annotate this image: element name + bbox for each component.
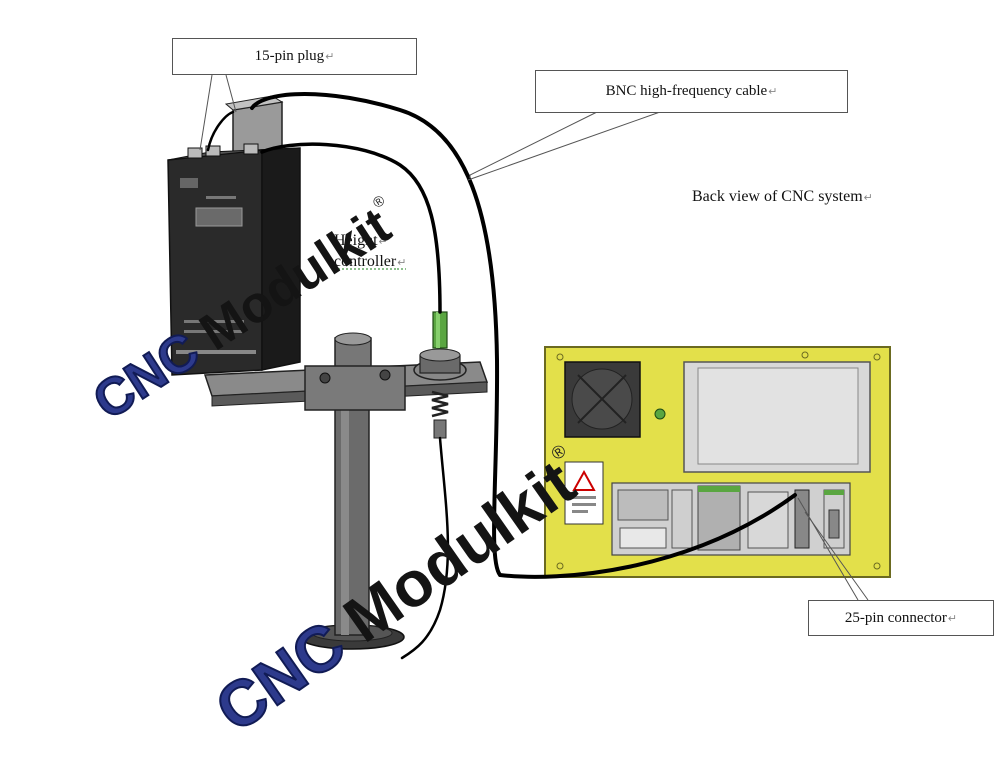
callout-bnc-cable: BNC high-frequency cable↵ (535, 70, 848, 113)
back-view-text: Back view of CNC system (692, 188, 863, 205)
paragraph-mark: ↵ (947, 612, 958, 625)
plug-lead (206, 110, 235, 152)
stand-pole (334, 394, 370, 636)
paragraph-mark: ↵ (325, 51, 335, 63)
height-controller-line1: Height (334, 232, 378, 249)
label-15-pin-plug: 15-pin plug (254, 48, 325, 64)
paragraph-mark: ↵ (768, 86, 778, 98)
controller-display (195, 207, 243, 227)
paragraph-mark: ↵ (863, 192, 873, 204)
cnc-back-panel (544, 346, 891, 578)
callout-25-pin-connector: 25-pin connector↵ (808, 600, 994, 636)
label-height-controller: Height↵ controller↵ (334, 231, 406, 273)
mounting-arm (203, 348, 489, 411)
bnc-cable (250, 92, 797, 579)
height-controller-unit (167, 95, 301, 376)
label-bnc-cable: BNC high-frequency cable (605, 83, 768, 99)
label-25-pin-connector: 25-pin connector (844, 609, 947, 626)
connector-25pin-body (794, 489, 810, 549)
callout-15-pin-plug: 15-pin plug↵ (172, 38, 417, 75)
cables (206, 92, 797, 660)
sensor-cable-lower (400, 436, 450, 660)
sensor-spring (431, 390, 449, 418)
sensor-assembly (431, 311, 449, 439)
paragraph-mark: ↵ (397, 257, 407, 269)
height-controller-line2: controller (334, 253, 397, 270)
paragraph-mark: ↵ (378, 236, 388, 248)
callout-pointers (199, 74, 869, 601)
sensor-cable-upper (260, 142, 442, 314)
label-back-view: Back view of CNC system↵ (692, 187, 873, 208)
